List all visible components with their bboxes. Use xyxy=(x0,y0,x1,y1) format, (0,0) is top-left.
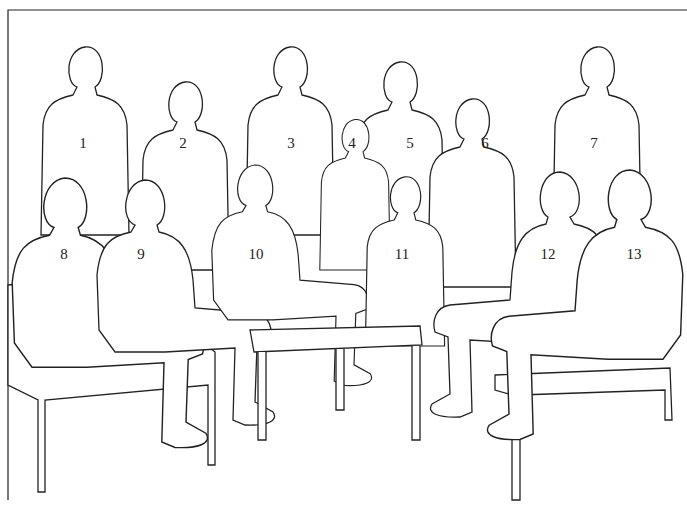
callout-number: 4 xyxy=(348,136,356,151)
callout-number: 6 xyxy=(481,136,489,151)
callout-number: 12 xyxy=(541,247,556,262)
frame xyxy=(8,10,687,500)
callout-number: 9 xyxy=(137,247,145,262)
callout-number: 1 xyxy=(79,136,87,151)
callout-number: 7 xyxy=(590,136,598,151)
callout-number: 13 xyxy=(627,247,642,262)
callout-number: 2 xyxy=(179,136,187,151)
callout-number: 11 xyxy=(395,247,409,262)
table xyxy=(250,326,422,440)
callout-number: 3 xyxy=(287,136,295,151)
callout-number: 8 xyxy=(60,247,68,262)
callout-number: 10 xyxy=(249,247,264,262)
callout-number: 5 xyxy=(406,136,414,151)
seated-people xyxy=(12,165,683,448)
